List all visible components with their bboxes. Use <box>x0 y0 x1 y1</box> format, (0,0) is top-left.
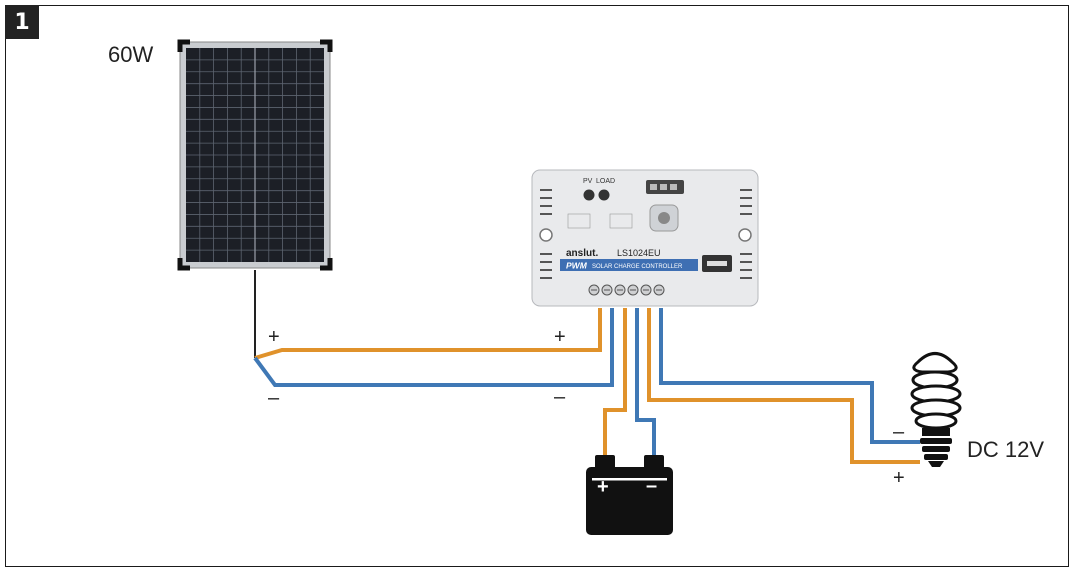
model-label: LS1024EU <box>617 248 661 258</box>
brand-label: anslut. <box>566 248 598 259</box>
panel-wattage-label: 60W <box>108 42 153 67</box>
panel-plus-label: + <box>268 326 280 348</box>
load-positive-wire <box>647 308 920 464</box>
load-negative-wire <box>659 308 920 444</box>
battery-negative-wire <box>635 308 656 458</box>
battery-icon <box>586 455 673 535</box>
controller-subtitle: SOLAR CHARGE CONTROLLER <box>592 264 683 270</box>
pv-led-icon <box>583 189 595 201</box>
mode-button <box>658 212 670 224</box>
solar-panel <box>177 39 333 271</box>
cfl-bulb-icon <box>910 352 962 467</box>
controller-minus-label: – <box>554 386 566 408</box>
battery-minus-label: – <box>646 475 657 497</box>
controller-plus-label: + <box>554 326 566 348</box>
load-minus-label: – <box>893 421 905 443</box>
load-voltage-label: DC 12V <box>967 437 1044 462</box>
load-led-icon <box>598 189 610 201</box>
panel-positive-wire <box>254 308 602 360</box>
pwm-label: PWM <box>566 261 588 271</box>
panel-minus-label: – <box>268 387 280 409</box>
pv-label: PV <box>583 178 593 185</box>
diagram-frame <box>5 5 1069 567</box>
step-number-badge: 1 <box>5 5 39 39</box>
charge-controller: PV LOAD anslut. LS1024EU PWM SOLAR CHARG… <box>531 169 759 307</box>
pwm-band <box>560 259 698 271</box>
load-label: LOAD <box>596 178 615 185</box>
panel-negative-wire <box>253 308 614 387</box>
load-plus-label: + <box>893 467 905 489</box>
battery-plus-label: + <box>597 476 609 498</box>
battery-positive-wire <box>603 308 627 458</box>
